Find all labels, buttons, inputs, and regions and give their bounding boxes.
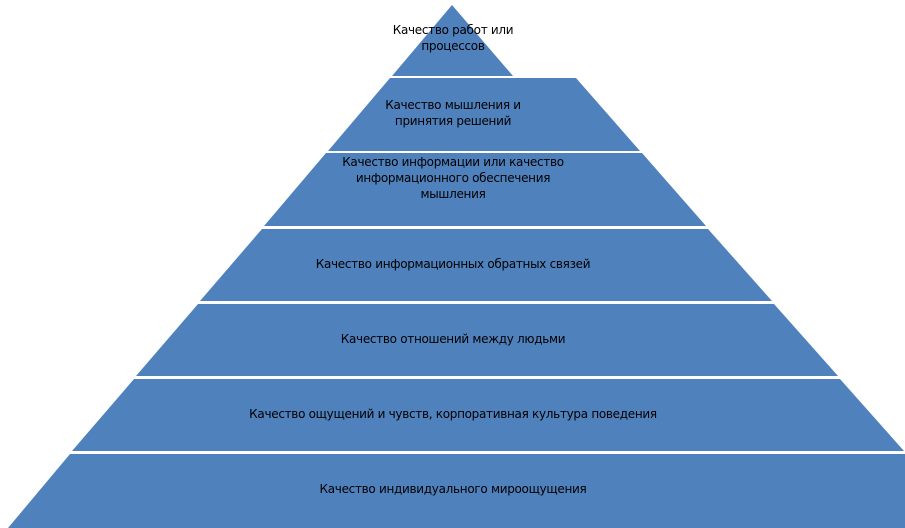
pyramid-tier-3 (264, 153, 706, 226)
pyramid-tier-1 (392, 5, 513, 76)
pyramid-tier-6 (72, 379, 904, 451)
tier-label-7: Качество индивидуального мироощущения (319, 482, 587, 496)
tier-label-4: Качество информационных обратных связей (315, 257, 591, 271)
pyramid-tier-5 (136, 304, 838, 376)
tier-label-2: Качество мышления и принятия решений (385, 98, 521, 128)
pyramid-tier-7 (8, 454, 905, 528)
tier-label-5: Качество отношений между людьми (340, 332, 566, 346)
tier-label-1: Качество работ или процессов (392, 23, 514, 53)
pyramid-tier-4 (200, 229, 772, 301)
tier-label-6: Качество ощущений и чувств, корпоративна… (249, 407, 657, 421)
pyramid-tier-2 (328, 78, 640, 151)
tier-label-3: Качество информации или качество информа… (342, 155, 564, 201)
